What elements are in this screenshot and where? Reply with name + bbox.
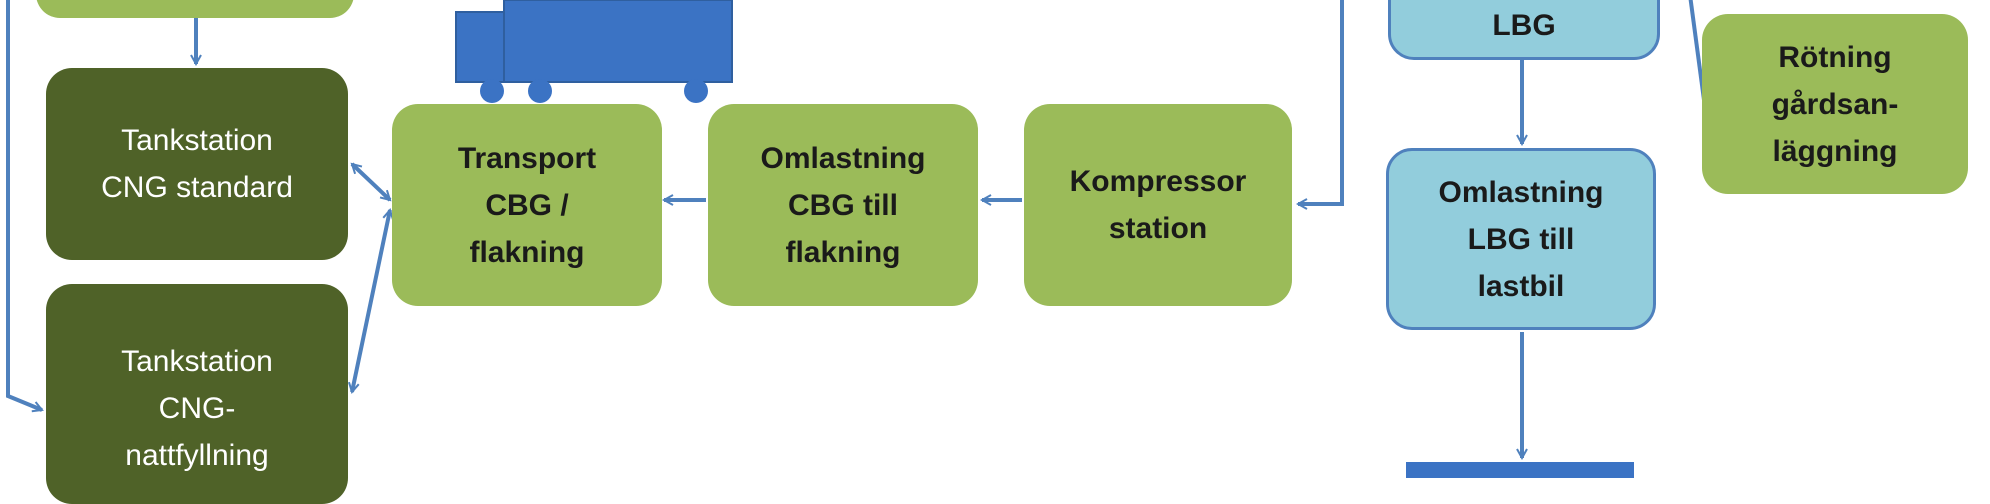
rotning-box: Rötning gårdsan- läggning xyxy=(1702,14,1968,194)
arrow-transport-standard xyxy=(352,162,390,202)
tank-station-cng-standard: Tankstation CNG standard xyxy=(46,68,348,260)
tank-station-cng-standard-label: Tankstation CNG standard xyxy=(101,124,293,204)
tank-station-cng-night: Tankstation CNG- nattfyllning xyxy=(46,284,348,504)
arrow-transport-night xyxy=(352,210,390,392)
tank-station-cng-night-label: Tankstation CNG- nattfyllning xyxy=(121,345,273,472)
connector-lbg-rotning xyxy=(1688,0,1706,101)
arrow-left-loop xyxy=(6,0,42,410)
rotning-label: Rötning gårdsan- läggning xyxy=(1771,40,1899,168)
kompressor-station-label: Kompressor station xyxy=(1069,165,1247,245)
omlastning-cbg-label: Omlastning CBG till flakning xyxy=(760,141,926,269)
lbg-label: LBG xyxy=(1492,9,1556,42)
truck-icon xyxy=(455,0,733,103)
lbg-box: LBG xyxy=(1388,0,1660,60)
omlastning-lbg-label: Omlastning LBG till lastbil xyxy=(1438,175,1604,303)
partial-bottom-blue-box xyxy=(1406,462,1634,478)
arrow-into-kompressor xyxy=(1298,0,1344,204)
connector-layer xyxy=(6,0,1706,478)
transport-cbg-label: Transport CBG / flakning xyxy=(457,141,597,269)
partial-top-left-box xyxy=(36,0,354,18)
omlastning-lbg-box: Omlastning LBG till lastbil xyxy=(1386,148,1656,330)
omlastning-cbg-box: Omlastning CBG till flakning xyxy=(708,104,978,306)
kompressor-station-box: Kompressor station xyxy=(1024,104,1292,306)
transport-cbg-box: Transport CBG / flakning xyxy=(392,104,662,306)
